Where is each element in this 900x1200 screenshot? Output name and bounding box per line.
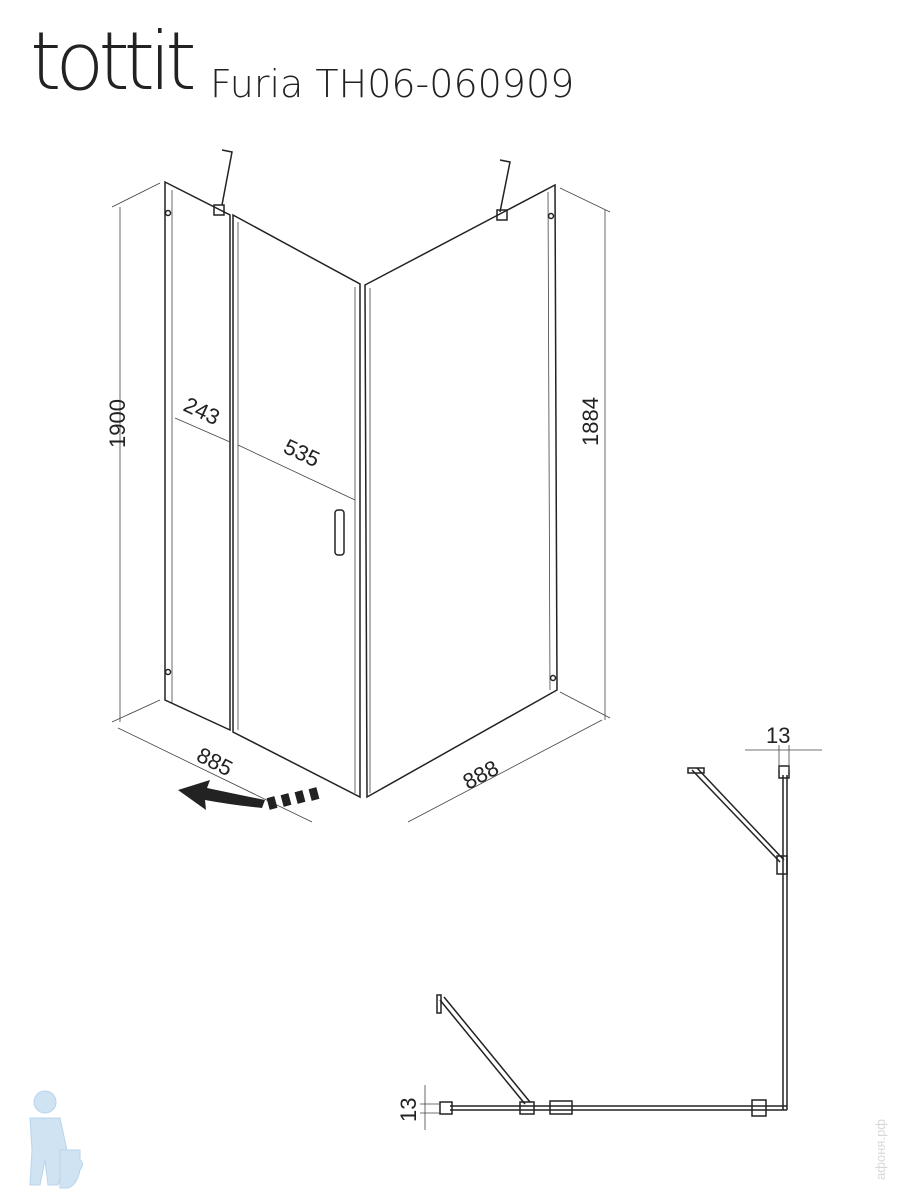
dim-profile-left: 13 xyxy=(396,1098,421,1122)
wall-bracket-right xyxy=(496,159,511,221)
dim-side-width: 888 xyxy=(459,755,503,794)
plumber-mascot-logo xyxy=(29,1090,83,1189)
dim-door: 535 xyxy=(280,434,324,472)
side-panel xyxy=(364,183,558,799)
dim-height-right: 1884 xyxy=(578,397,603,446)
plan-view: 13 13 xyxy=(396,723,822,1130)
dim-profile-top: 13 xyxy=(766,723,790,748)
isometric-view: 1900 1884 243 535 885 888 xyxy=(105,149,611,823)
dim-height-left: 1900 xyxy=(105,399,130,448)
dim-front-width: 885 xyxy=(193,742,237,781)
model-title: Furia TH06-060909 xyxy=(210,62,575,106)
door-handle xyxy=(334,509,345,556)
door-opening-arrow-icon xyxy=(178,780,320,810)
door-panel xyxy=(232,213,361,799)
wall-bracket-left xyxy=(213,149,233,216)
brand-logo: tottit xyxy=(30,15,197,108)
watermark: афоня.рф xyxy=(873,1119,888,1180)
dim-fixed-panel: 243 xyxy=(180,392,224,430)
fixed-panel xyxy=(164,180,231,732)
